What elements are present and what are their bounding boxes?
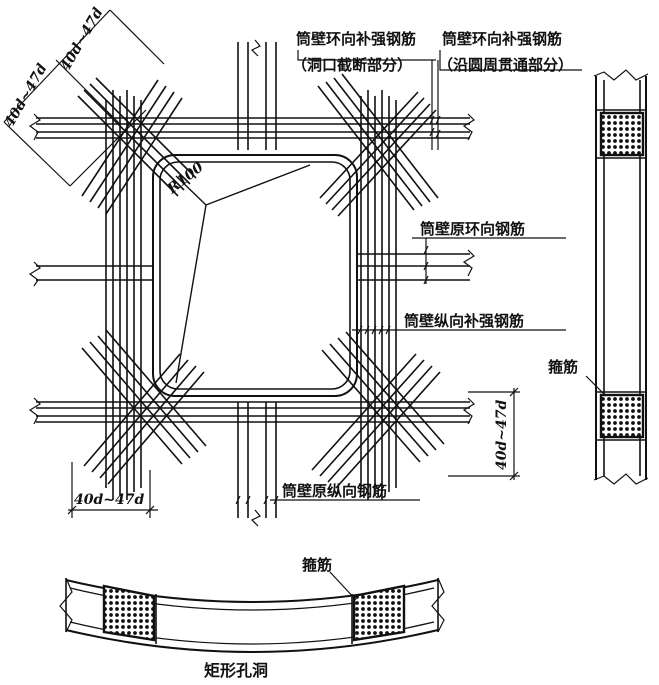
label-hoop-reinforcing-cut: 筒壁环向补强钢筋 [296, 30, 416, 48]
original-hoop-bars-left [28, 261, 153, 287]
label-hoop-reinforcing-through: 筒壁环向补强钢筋 [442, 30, 562, 48]
dimension-text-bottom: 40d~47d [74, 492, 144, 508]
leader-ticks [235, 115, 441, 505]
label-original-longitudinal-bars: 筒壁原纵向钢筋 [282, 482, 387, 500]
dimension-text-diagonal-a: 40d~47d [2, 61, 51, 130]
dimension-diagonal [3, 9, 165, 187]
dimension-bottom [67, 462, 158, 518]
diagonal-bars-bottom-left [81, 329, 207, 485]
diagonal-bars-top-right [317, 73, 439, 217]
original-hoop-bars-right [357, 249, 475, 281]
dimension-text-right: 40d~47d [494, 400, 510, 470]
original-longitudinal-bars-top [237, 39, 277, 150]
curved-plan-stirrup-left [102, 584, 156, 642]
stirrup-right-leader [585, 375, 607, 397]
label-hoop-reinforcing-through-note: （沿圆周贯通部分） [438, 56, 573, 74]
side-section-stirrup-top [599, 111, 645, 157]
label-original-hoop-bars: 筒壁原环向钢筋 [420, 220, 525, 238]
opening-outline [152, 154, 358, 397]
diagonal-bars-bottom-right [311, 331, 445, 489]
label-stirrup-right: 箍筋 [548, 358, 578, 376]
label-hoop-reinforcing-cut-note: （洞口截断部分） [292, 56, 412, 74]
curved-plan-stirrup-right [352, 584, 406, 642]
caption-rectangular-opening: 矩形孔洞 [204, 661, 268, 680]
label-longitudinal-reinforcing-bars: 筒壁纵向补强钢筋 [404, 312, 524, 330]
diagonal-bars-top-left [77, 77, 197, 215]
original-longitudinal-bars-bottom [237, 402, 277, 527]
label-stirrup-bottom: 箍筋 [302, 556, 332, 574]
dimension-text-diagonal-b: 40d~47d [58, 5, 107, 74]
stirrup-bottom-leader [329, 571, 357, 601]
side-section-stirrup-bottom [599, 393, 645, 439]
dimension-right [448, 387, 520, 481]
radius-leader [175, 164, 311, 384]
hoop-reinforcing-bars-top [28, 113, 475, 141]
